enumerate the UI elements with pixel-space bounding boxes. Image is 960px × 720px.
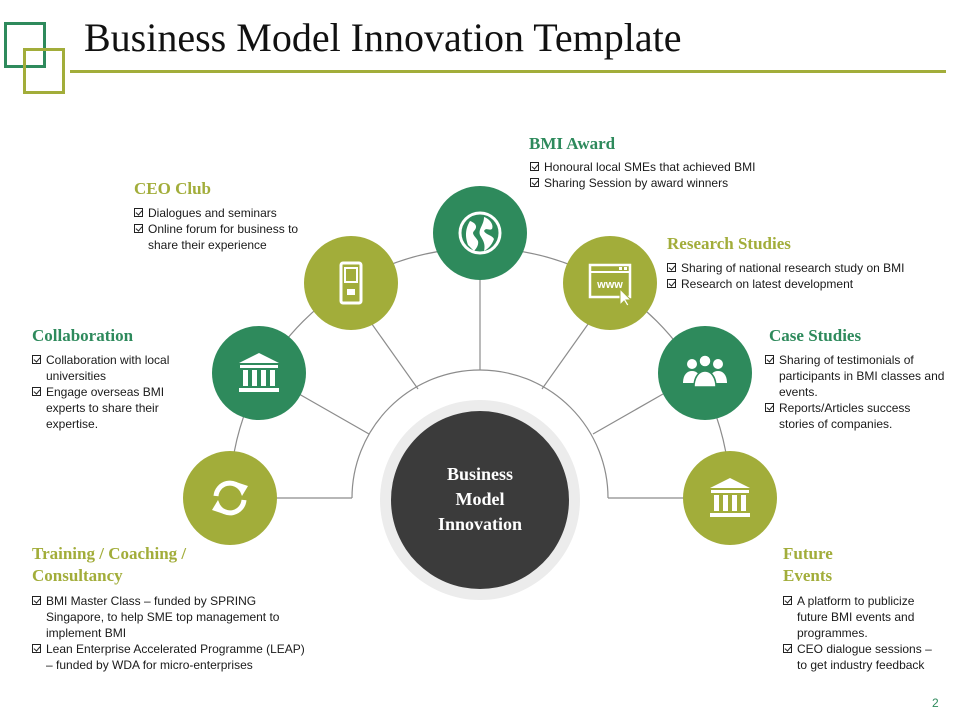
checkbox-icon [134, 208, 143, 217]
node-training [183, 451, 277, 545]
building-icon [710, 478, 750, 517]
node-collaboration [212, 326, 306, 420]
checkbox-icon [667, 279, 676, 288]
svg-text:www: www [596, 279, 623, 291]
list-item: Online forum for business to share their… [134, 221, 302, 253]
future-events-heading-line-2: Events [783, 566, 833, 585]
phone-icon [339, 261, 363, 305]
training-list: BMI Master Class – funded by SPRING Sing… [32, 593, 312, 673]
people-group-icon [683, 354, 727, 388]
list-item: BMI Master Class – funded by SPRING Sing… [32, 593, 312, 641]
checkbox-icon [530, 162, 539, 171]
logo-square-green [23, 48, 65, 94]
checkbox-icon [32, 644, 41, 653]
list-item: Lean Enterprise Accelerated Programme (L… [32, 641, 312, 673]
center-line-1: Business [446, 464, 514, 484]
training-heading-line-1: Training / Coaching / [32, 544, 187, 563]
list-item: Dialogues and seminars [134, 205, 302, 221]
list-item: Engage overseas BMI experts to share the… [32, 384, 192, 432]
future-events-list: A platform to publicize future BMI event… [783, 593, 943, 673]
list-item: Collaboration with local universities [32, 352, 192, 384]
page-title: Business Model Innovation Template [84, 15, 682, 60]
future-events-heading: Future Events [783, 543, 833, 587]
list-item: Honoural local SMEs that achieved BMI [530, 159, 790, 175]
globe-icon [458, 211, 502, 255]
checkbox-icon [783, 596, 792, 605]
checkbox-icon [783, 644, 792, 653]
page-number: 2 [932, 696, 939, 710]
checkbox-icon [530, 178, 539, 187]
research-studies-heading: Research Studies [667, 234, 791, 253]
checkbox-icon [134, 224, 143, 233]
list-item: Reports/Articles success stories of comp… [765, 400, 945, 432]
list-item: A platform to publicize future BMI event… [783, 593, 943, 641]
future-events-heading-line-1: Future [783, 544, 833, 563]
training-heading-line-2: Consultancy [32, 566, 123, 585]
case-studies-heading: Case Studies [769, 326, 862, 345]
checkbox-icon [667, 263, 676, 272]
list-item: Sharing Session by award winners [530, 175, 790, 191]
checkbox-icon [32, 387, 41, 396]
center-line-2: Model [455, 489, 505, 509]
checkbox-icon [32, 596, 41, 605]
training-heading: Training / Coaching / Consultancy [32, 543, 186, 587]
bmi-award-heading: BMI Award [529, 134, 616, 153]
node-future-events [683, 451, 777, 545]
case-studies-list: Sharing of testimonials of participants … [765, 352, 945, 432]
list-item: CEO dialogue sessions – to get industry … [783, 641, 943, 673]
list-item: Sharing of national research study on BM… [667, 260, 947, 276]
center-hub-label: Business Model Innovation [400, 462, 560, 537]
inner-arc [351, 369, 609, 499]
building-icon [239, 353, 279, 392]
www-browser-icon: www [588, 263, 633, 307]
ceo-club-list: Dialogues and seminars Online forum for … [134, 205, 302, 253]
center-line-3: Innovation [437, 514, 523, 534]
title-divider [70, 70, 946, 73]
list-item: Research on latest development [667, 276, 947, 292]
ceo-club-heading: CEO Club [134, 179, 211, 198]
collaboration-heading: Collaboration [32, 326, 134, 345]
collaboration-list: Collaboration with local universities En… [32, 352, 192, 432]
checkbox-icon [32, 355, 41, 364]
bmi-award-list: Honoural local SMEs that achieved BMI Sh… [530, 159, 790, 191]
list-item: Sharing of testimonials of participants … [765, 352, 945, 400]
node-research-studies [563, 236, 657, 330]
checkbox-icon [765, 403, 774, 412]
center-hub [391, 411, 569, 589]
checkbox-icon [765, 355, 774, 364]
research-studies-list: Sharing of national research study on BM… [667, 260, 947, 292]
refresh-icon [212, 480, 248, 516]
